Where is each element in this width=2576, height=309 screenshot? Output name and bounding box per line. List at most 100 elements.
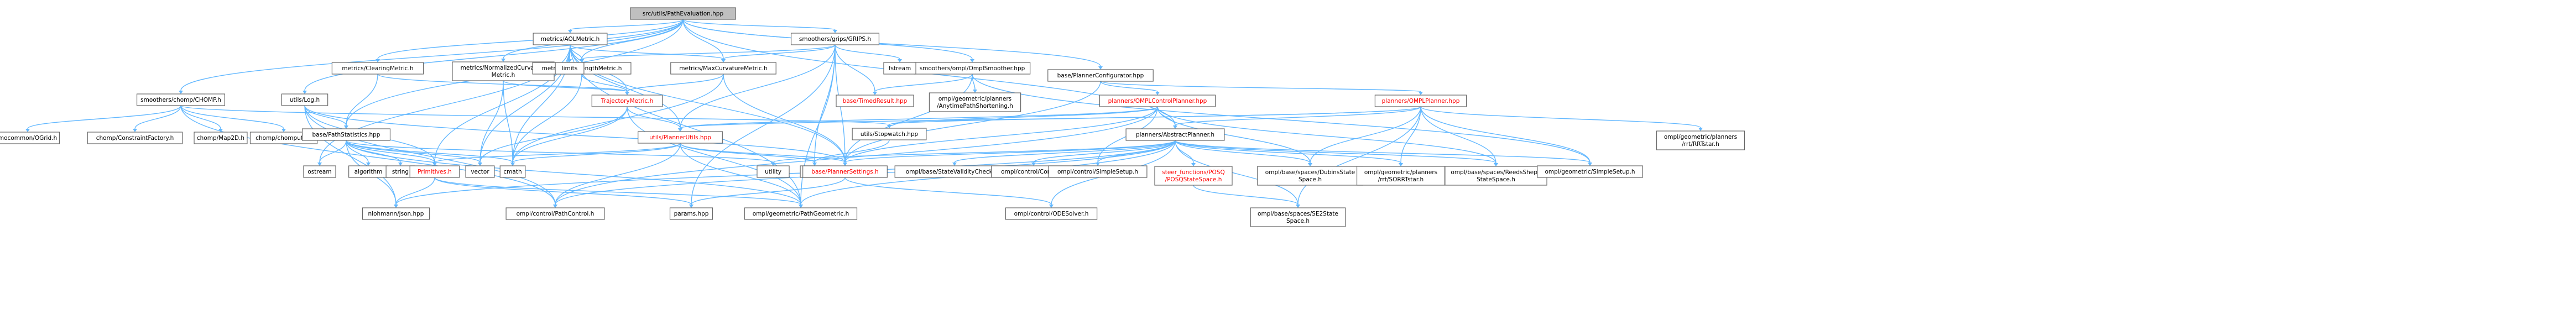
graph-node-json[interactable]: nlohmann/json.hpp [362,207,430,220]
edge-abstractplanner-to-dubins [1175,140,1311,164]
edge-arrowhead-plannerconf-to-oclplanner [1155,92,1160,95]
node-label: ompl/geometric/SimpleSetup.h [1545,169,1635,175]
edge-log-to-pathcontrol [304,105,556,205]
node-label: ompl/base/spaces/DubinsState [1265,169,1355,176]
graph-node-abstractplanner[interactable]: planners/AbstractPlanner.h [1125,128,1225,141]
graph-node-sorrt[interactable]: ompl/geometric/planners/rrt/SORRTstar.h [1356,166,1446,186]
edge-arrowhead-clearing-to-pathstat [344,125,348,129]
node-box [1374,95,1467,107]
graph-node-plannerconf[interactable]: base/PlannerConfigurator.hpp [1047,69,1154,82]
edge-pathstat-to-ostream [319,140,347,163]
node-label: metrics/MaxCurvatureMetric.h [679,65,767,72]
graph-node-limits[interactable]: limits [555,62,585,75]
edge-pathstat-to-algorithm [346,140,369,163]
node-label: /rrt/RRTstar.h [1682,141,1719,148]
edge-abstractplanner-to-se2 [1175,140,1299,205]
edge-stopwatch-to-chrono [814,139,890,163]
graph-node-trajmetric[interactable]: TrajectoryMetric.h [591,95,663,107]
graph-node-root[interactable]: src/utils/PathEvaluation.hpp [630,7,736,20]
edge-plannersettings-to-params [691,177,846,205]
graph-node-pathgeo[interactable]: ompl/geometric/PathGeometric.h [744,207,858,220]
node-label: smoothers/ompl/OmplSmoother.hpp [920,65,1025,72]
edge-pathlen-to-cmath [512,74,582,163]
graph-node-oclplanner[interactable]: planners/OMPLControlPlanner.hpp [1099,95,1216,107]
graph-node-anytime[interactable]: ompl/geometric/planners/AnytimePathShort… [929,92,1021,112]
graph-node-grips[interactable]: smoothers/grips/GRIPS.h [790,33,880,45]
node-label: ompl/base/StateValidityChecker.h [906,169,1003,175]
graph-node-cmath[interactable]: cmath [499,165,526,178]
node-box [757,165,790,178]
graph-node-fstream[interactable]: fstream [883,62,916,75]
graph-node-utility[interactable]: utility [757,165,790,178]
edge-omplplanner-to-rrtstar [1420,106,1701,128]
graph-node-clearing[interactable]: metrics/ClearingMetric.h [331,62,424,75]
graph-node-statevalidity[interactable]: ompl/base/StateValidityChecker.h [894,165,1015,178]
graph-node-omplplanner[interactable]: planners/OMPLPlanner.hpp [1374,95,1467,107]
edge-omplsmoother-to-timed [874,74,973,92]
graph-node-odesolver[interactable]: ompl/control/ODESolver.h [1005,207,1098,220]
edge-pathstat-to-cmath [346,140,513,163]
node-box [301,128,391,141]
graph-node-rrtstar[interactable]: ompl/geometric/planners/rrt/RRTstar.h [1656,130,1745,150]
graph-node-aol[interactable]: metrics/AOLMetric.h [533,33,608,45]
graph-node-params[interactable]: params.hpp [669,207,713,220]
node-label: planners/OMPLPlanner.hpp [1382,98,1460,104]
graph-node-pathstat[interactable]: base/PathStatistics.hpp [301,128,391,141]
node-label: ompl/geometric/planners [1664,134,1737,140]
edge-primitives-to-pathgeo [434,177,801,205]
node-box [790,33,880,45]
node-label: Metric.h [492,72,515,78]
graph-node-ostream[interactable]: ostream [303,165,336,178]
edge-arrowhead-root-to-omplsmoother [970,59,974,62]
edge-clearing-to-trajmetric [377,74,628,92]
graph-node-constraint[interactable]: chomp/ConstraintFactory.h [87,132,183,144]
edge-log-to-plannersettings [304,105,846,163]
graph-node-maxcurv[interactable]: metrics/MaxCurvatureMetric.h [670,62,776,75]
edge-grips-to-timed [835,44,875,92]
node-label: metrics/AOLMetric.h [541,36,600,43]
graph-node-algorithm[interactable]: algorithm [348,165,388,178]
node-label: string [392,169,409,175]
edge-log-to-pathstat [304,105,347,126]
graph-node-simplesetupctl[interactable]: ompl/control/SimpleSetup.h [1048,165,1148,178]
edge-arrowhead-plannersettings-to-odesolver [1049,205,1054,208]
edge-trajmetric-to-plannerutils [627,106,681,129]
node-box [591,95,663,107]
edge-arrowhead-abstractplanner-to-reeds [1494,163,1498,166]
graph-node-stopwatch[interactable]: utils/Stopwatch.hpp [852,128,927,140]
edge-plannerconf-to-plannersettings [844,81,1101,163]
graph-node-map2d[interactable]: chomp/Map2D.h [194,132,248,144]
edge-arrowhead-plannerutils-to-primitives [432,163,437,166]
edge-root-to-plannerconf [682,19,1101,67]
edge-arrowhead-primitives-to-pathgeo [799,205,803,208]
graph-node-steerfn[interactable]: steer_functions/POSQ/POSQStateSpace.h [1154,166,1233,186]
graph-node-mocommon[interactable]: mocommon/OGrid.h [0,132,60,144]
edge-arrowhead-abstractplanner-to-statevalidity [952,163,957,166]
graph-node-omplsmoother[interactable]: smoothers/ompl/OmplSmoother.hpp [914,62,1031,75]
edge-root-to-chomp [180,19,684,91]
edge-abstractplanner-to-sorrt [1175,140,1401,164]
graph-node-plannersettings[interactable]: base/PlannerSettings.h [802,165,888,178]
graph-node-chompfile[interactable]: chomp/chomputil.h [249,132,318,144]
graph-node-chomp[interactable]: smoothers/chomp/CHOMP.h [136,93,226,106]
graph-node-plannerutils[interactable]: utils/PlannerUtils.hpp [638,131,723,144]
edge-normcurv-to-cmath [503,80,513,163]
edge-arrowhead-chomp-to-mocommon [25,129,30,132]
graph-node-vector[interactable]: vector [465,165,495,178]
edge-aol-to-plannerutils [570,44,681,129]
edge-plannerutils-to-pathcontrol [555,143,681,205]
edge-arrowhead-trajmetric-to-vector [478,163,482,166]
graph-node-pathcontrol[interactable]: ompl/control/PathControl.h [505,207,605,220]
edge-arrowhead-omplplanner-to-abstractplanner [1173,125,1177,129]
graph-node-primitives[interactable]: Primitives.h [409,165,460,178]
graph-node-log[interactable]: utils/Log.h [281,93,328,106]
graph-node-simplesetupgeo[interactable]: ompl/geometric/SimpleSetup.h [1537,165,1643,178]
graph-node-timed[interactable]: base/TimedResult.hpp [836,95,914,107]
edge-maxcurv-to-trajmetric [627,74,724,92]
edge-arrowhead-pathstat-to-ostream [317,163,322,166]
edge-arrowhead-primitives-to-json [394,205,398,208]
edge-primitives-to-params [434,177,692,205]
